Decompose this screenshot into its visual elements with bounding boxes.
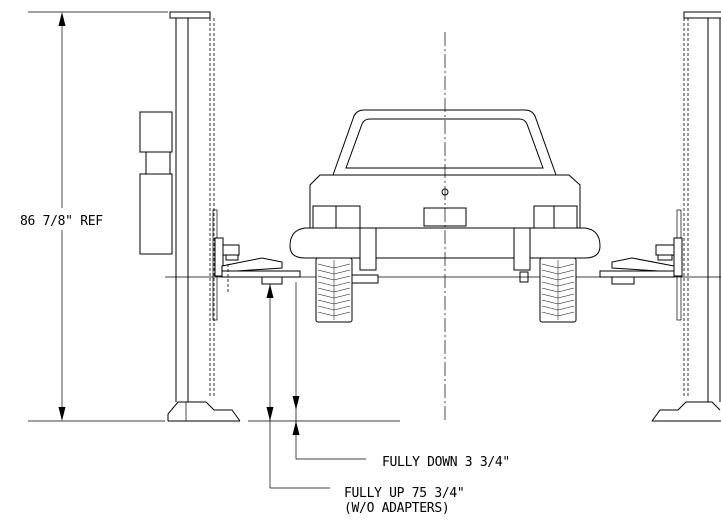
arrow-fully-down-top-icon — [292, 396, 300, 410]
right-wheel — [539, 257, 577, 323]
arrow-fully-up-top-icon — [266, 284, 274, 298]
arrow-top-icon — [58, 12, 66, 26]
fully-down-dimension: FULLY DOWN 3 3/4" — [248, 282, 510, 470]
fully-up-dimension: FULLY UP 75 3/4" (W/O ADAPTERS) — [266, 284, 465, 516]
fully-down-label: FULLY DOWN 3 3/4" — [382, 455, 510, 470]
left-column — [139, 11, 241, 422]
left-column-cap — [169, 11, 211, 19]
power-unit — [139, 111, 173, 255]
right-column — [651, 11, 721, 422]
arrow-bottom-icon — [58, 407, 66, 421]
overall-height-dimension: 86 7/8" REF — [20, 11, 168, 422]
arrow-fully-down-bottom-icon — [292, 421, 300, 435]
left-wheel — [315, 257, 379, 323]
left-lift-arm — [214, 237, 301, 292]
arrow-fully-up-bottom-icon — [266, 407, 274, 421]
fully-up-label: FULLY UP 75 3/4" — [344, 486, 464, 501]
overall-height-label: 86 7/8" REF — [20, 214, 103, 229]
fully-up-note: (W/O ADAPTERS) — [344, 501, 449, 516]
right-column-cap — [683, 11, 721, 19]
right-lift-arm — [519, 237, 683, 285]
